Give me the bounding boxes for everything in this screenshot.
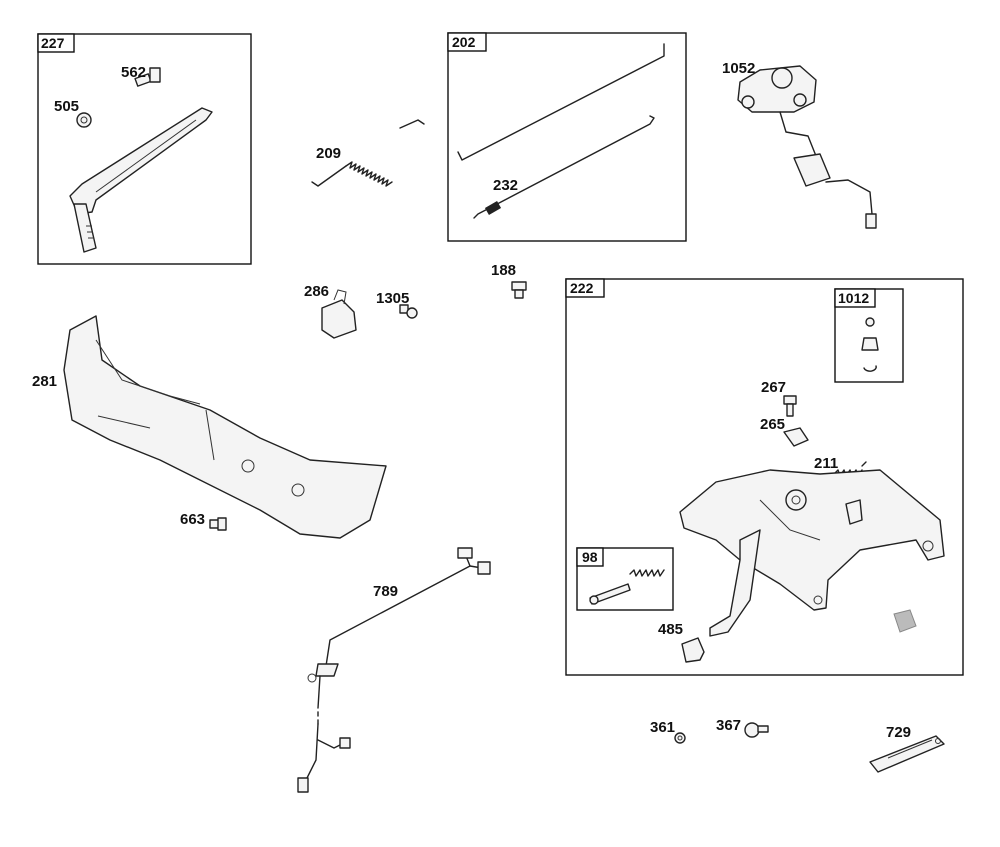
group-box-98: 98 [576, 547, 674, 611]
group-box-227: 227 [37, 33, 252, 265]
callout-98: 98 [582, 549, 598, 565]
part-361-screw [674, 732, 686, 744]
part-286-bracket [321, 289, 357, 339]
part-1012-nut [861, 337, 879, 351]
callout-227: 227 [41, 35, 65, 51]
part-281-cover [63, 315, 387, 539]
callout-485: 485 [658, 621, 683, 638]
part-663-screw [209, 517, 227, 531]
callout-265: 265 [760, 416, 785, 433]
part-232-rod-spring [473, 115, 655, 219]
callout-286: 286 [304, 283, 329, 300]
callout-505: 505 [54, 98, 79, 115]
callout-1012: 1012 [838, 290, 869, 306]
part-209-spring [311, 119, 425, 187]
callout-267: 267 [761, 379, 786, 396]
part-1012-clip [863, 365, 877, 372]
callout-1052: 1052 [722, 60, 755, 77]
part-267-bolt [783, 395, 797, 417]
part-265-clip [783, 427, 809, 447]
group-box-222: 222 [565, 278, 964, 676]
part-222-control-bracket [679, 469, 945, 637]
part-562-bolt [134, 67, 161, 87]
callout-729: 729 [886, 724, 911, 741]
callout-367: 367 [716, 717, 741, 734]
callout-232: 232 [493, 177, 518, 194]
part-202-rod [457, 43, 665, 161]
callout-202: 202 [452, 34, 476, 50]
part-485-knob [681, 637, 705, 663]
callout-222: 222 [570, 280, 594, 296]
callout-361: 361 [650, 719, 675, 736]
part-1012-washer [865, 317, 875, 327]
callout-188: 188 [491, 262, 516, 279]
part-789-wire-harness [297, 547, 491, 793]
callout-789: 789 [373, 583, 398, 600]
part-729-strap [869, 735, 945, 773]
part-227-throttle-lever [69, 107, 213, 253]
part-1305-screw [399, 304, 418, 319]
callout-1305: 1305 [376, 290, 409, 307]
part-505-nut [76, 112, 92, 128]
hazard-symbol-icon [893, 609, 917, 633]
callout-281: 281 [32, 373, 57, 390]
callout-211: 211 [814, 455, 838, 472]
part-1052-solenoid-harness [737, 65, 877, 229]
callout-209: 209 [316, 145, 341, 162]
part-98-spring [629, 569, 665, 577]
part-367-screw [744, 722, 769, 738]
group-box-202: 202 [447, 32, 687, 242]
callout-663: 663 [180, 511, 205, 528]
group-box-1012: 1012 [834, 288, 904, 383]
callout-562: 562 [121, 64, 146, 81]
part-188-bolt [511, 281, 527, 299]
